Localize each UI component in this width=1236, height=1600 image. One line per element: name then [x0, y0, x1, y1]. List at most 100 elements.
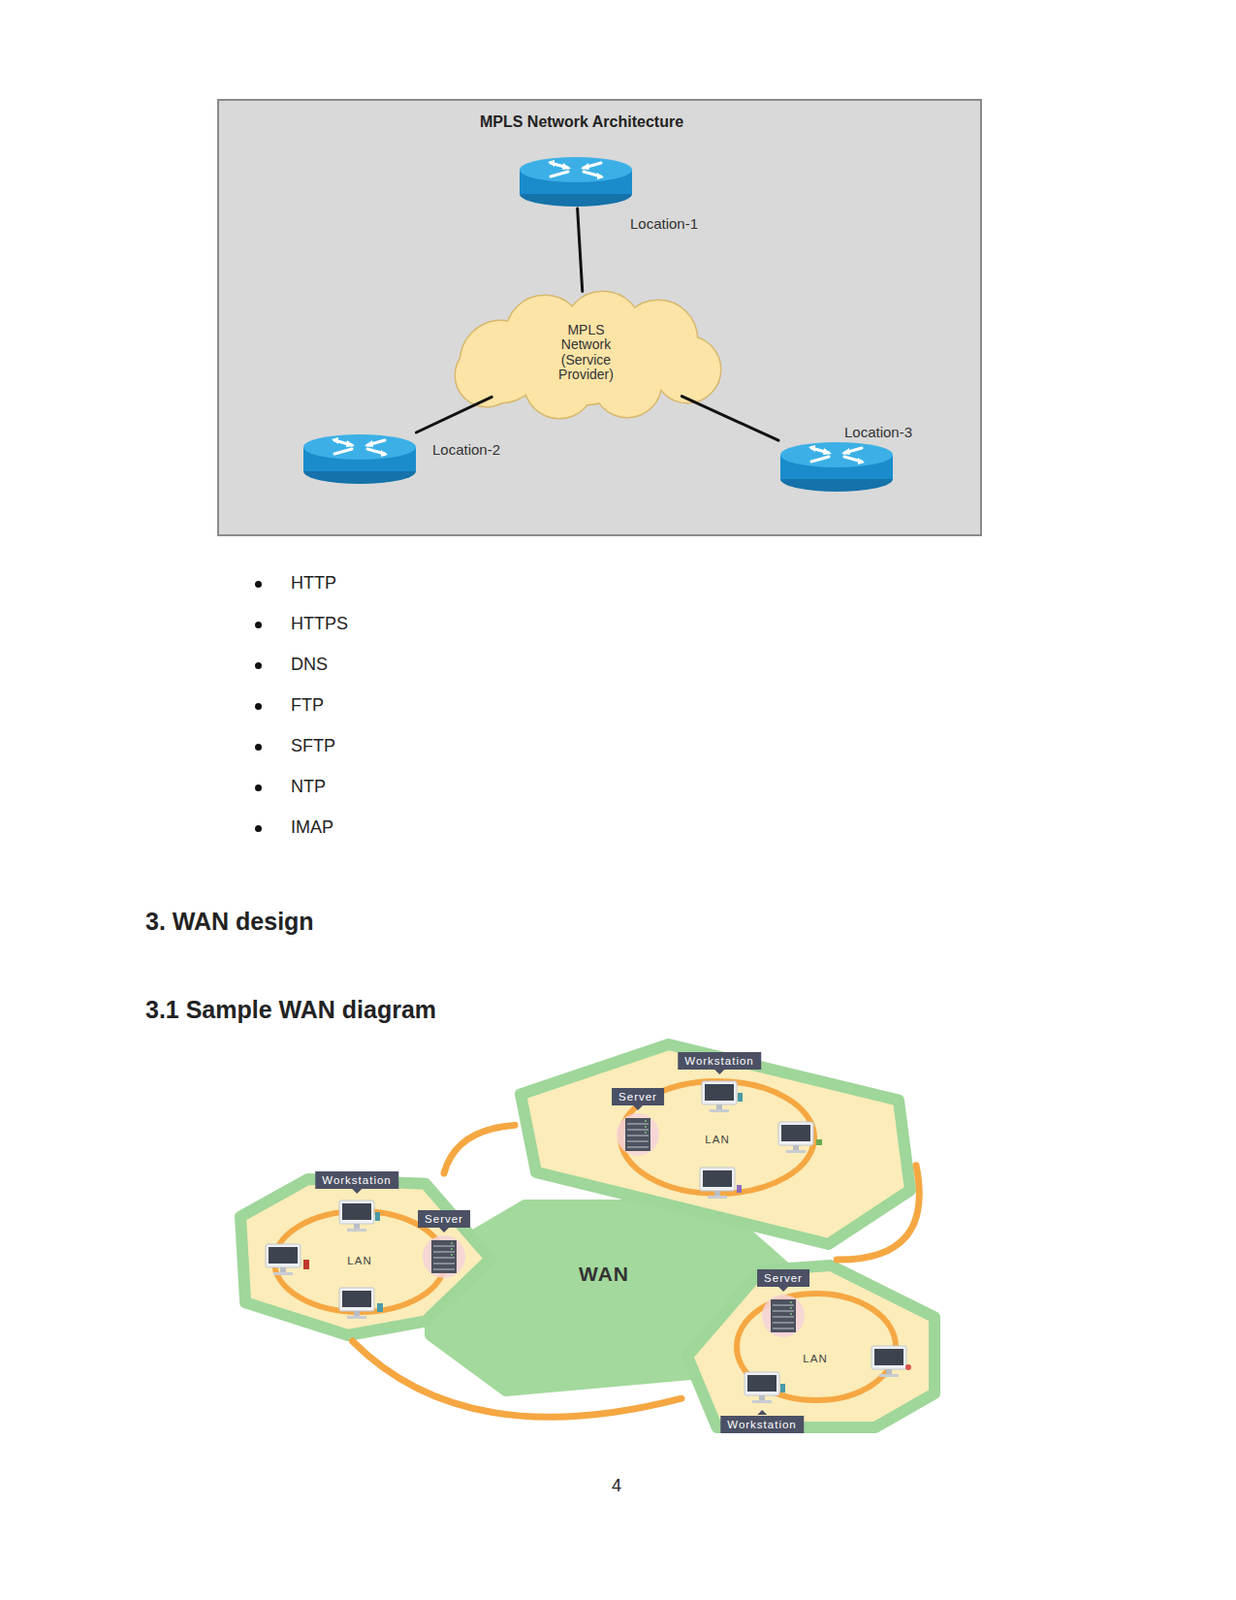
router-icon — [778, 440, 895, 494]
text-holder: HTTP — [290, 572, 337, 595]
figure-title: MPLS Network Architecture — [479, 113, 684, 131]
wan-link — [443, 1124, 515, 1173]
callout-tag: Workstation — [315, 1171, 399, 1189]
lan-hexagon — [681, 1259, 941, 1433]
section-heading: 3. WAN design — [145, 906, 315, 936]
bullet-item: FTP — [290, 695, 324, 717]
callout-tag: Server — [757, 1268, 810, 1287]
text-holder: LAN — [704, 1129, 729, 1147]
text-holder: Server — [757, 1267, 810, 1292]
lan-zone: LANWorkstationServer — [234, 1172, 497, 1341]
workstation-icon — [339, 1287, 375, 1319]
text-holder: 3.1 Sample WAN diagram — [145, 994, 437, 1024]
network-link — [577, 208, 583, 292]
location-label: Location-1 — [630, 215, 698, 232]
cloud-label: MPLS Network (Service Provider) — [542, 322, 631, 383]
text-holder: IMAP — [290, 817, 334, 839]
bullet-dot — [254, 621, 262, 629]
lan-label: LAN — [347, 1254, 372, 1267]
server-icon — [422, 1236, 466, 1276]
tag-pointer — [633, 1105, 643, 1110]
network-link — [681, 396, 779, 441]
figure-frame — [218, 99, 982, 536]
router-node: Location-2 — [301, 432, 418, 486]
text-holder: Workstation — [720, 1409, 804, 1433]
tag-pointer — [439, 1227, 449, 1233]
workstation-icon — [871, 1345, 907, 1377]
bullet-item: DNS — [290, 654, 328, 676]
bullet-dot — [254, 662, 262, 669]
workstation-icon — [699, 1167, 735, 1199]
text-holder: Workstation — [315, 1170, 399, 1194]
mpls-cloud: MPLS Network (Service Provider) — [433, 285, 739, 419]
callout-tag: Workstation — [677, 1051, 761, 1070]
peripheral-icon — [905, 1363, 912, 1370]
callout-tag: Server — [611, 1087, 665, 1106]
text-holder: MPLS Network Architecture — [479, 113, 684, 131]
bullet-item: HTTPS — [290, 613, 349, 635]
server-icon — [616, 1114, 660, 1154]
bullet-dot — [254, 824, 262, 832]
bullet-item: HTTP — [290, 572, 337, 595]
bullet-item: NTP — [290, 776, 326, 798]
lan-zone: LAN ServerWorkstation — [681, 1259, 941, 1433]
workstation-icon — [778, 1121, 814, 1153]
wan-link — [836, 1165, 920, 1260]
bullet-dot — [254, 702, 262, 710]
location-label: Location-2 — [432, 441, 501, 458]
wan-link — [352, 1340, 683, 1417]
text-holder: SFTP — [290, 735, 336, 758]
text-holder: NTP — [290, 776, 326, 798]
lan-zone: LAN Server Workstation — [514, 1038, 917, 1250]
bullet-dot — [254, 580, 262, 588]
text-holder: HTTPS — [290, 613, 349, 635]
text-holder: Server — [417, 1208, 471, 1233]
peripheral-icon — [816, 1139, 823, 1145]
server-icon — [761, 1296, 805, 1335]
tag-pointer — [757, 1409, 767, 1415]
bullet-item: SFTP — [290, 735, 336, 758]
server-node: Server — [422, 1236, 466, 1276]
page-number: 4 — [611, 1475, 622, 1497]
peripheral-icon — [303, 1259, 310, 1269]
wan-zone: WAN — [423, 1198, 817, 1397]
peripheral-icon — [377, 1302, 383, 1312]
workstation-icon — [335, 1198, 379, 1234]
text-holder: Workstation — [677, 1050, 761, 1075]
text-holder: Server — [611, 1086, 665, 1110]
router-node: Location-3 — [778, 440, 895, 494]
text-holder: 3. WAN design — [145, 906, 315, 936]
router-icon — [517, 155, 634, 209]
bullet-dot — [254, 743, 262, 751]
text-holder: MPLS Network (Service Provider) — [433, 285, 739, 419]
callout-tag: Workstation — [720, 1415, 804, 1433]
workstation-icon — [740, 1369, 784, 1405]
router-node: Location-1 — [517, 155, 634, 209]
tag-pointer — [351, 1188, 362, 1194]
workstation-node: Workstation — [335, 1198, 379, 1234]
section-heading: 3.1 Sample WAN diagram — [145, 994, 437, 1024]
lan-label: LAN — [802, 1352, 827, 1364]
workstation-icon — [265, 1243, 301, 1275]
workstation-node: Workstation — [740, 1369, 784, 1405]
wan-label: WAN — [578, 1262, 630, 1286]
tag-pointer — [714, 1069, 725, 1075]
peripheral-icon — [736, 1184, 742, 1193]
text-holder: LAN — [347, 1250, 372, 1268]
text-holder: Location-1 — [630, 215, 698, 233]
workstation-icon — [697, 1078, 741, 1114]
workstation-node: Workstation — [697, 1078, 741, 1114]
tag-pointer — [778, 1286, 789, 1292]
callout-tag: Server — [417, 1209, 471, 1228]
server-node: Server — [616, 1114, 660, 1154]
text-holder: WAN — [578, 1262, 630, 1286]
text-holder: Location-2 — [432, 441, 501, 459]
wan-hexagon — [423, 1198, 817, 1397]
text-holder: 4 — [611, 1475, 622, 1497]
lan-label: LAN — [704, 1133, 729, 1145]
text-holder: LAN — [802, 1348, 827, 1366]
